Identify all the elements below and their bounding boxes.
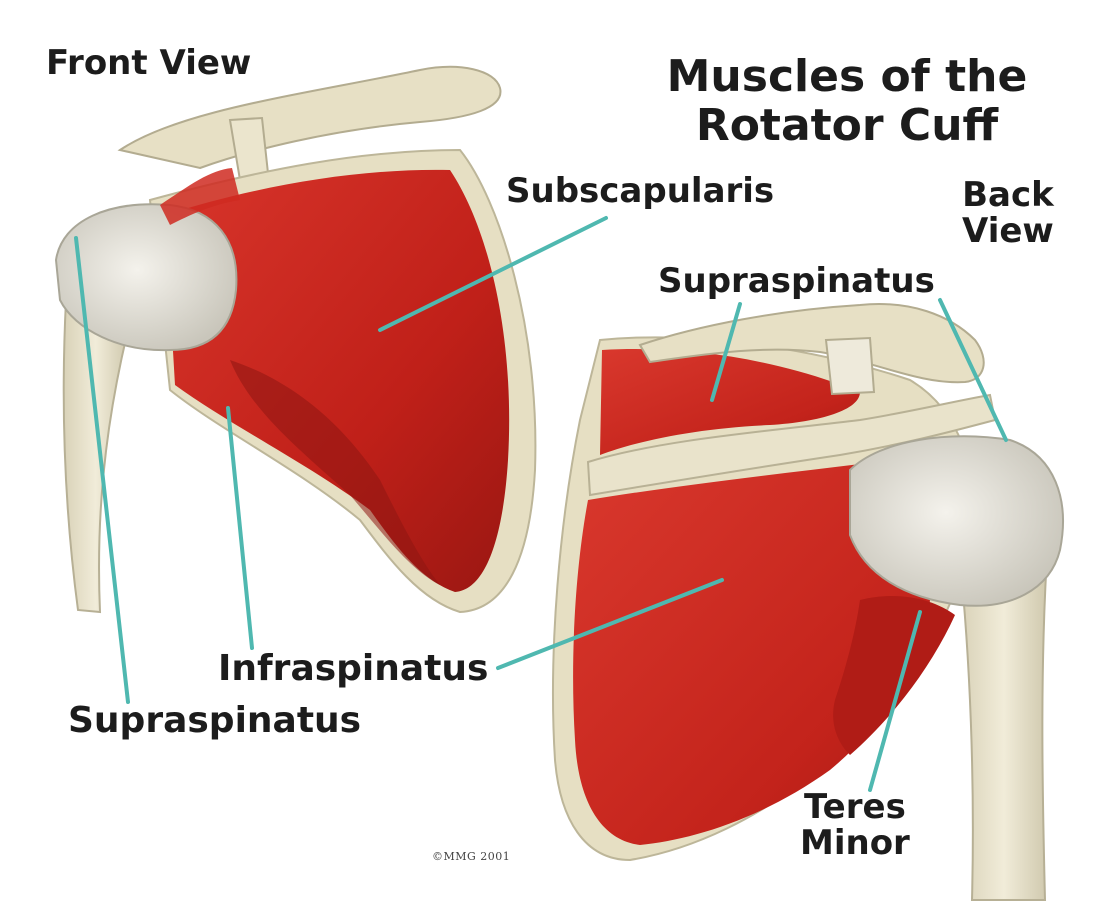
pointer-supraspinatus-front xyxy=(74,236,130,704)
label-supraspinatus-front: Supraspinatus xyxy=(68,700,362,741)
infraspinatus-muscle xyxy=(573,464,930,845)
label-teres-minor: Teres Minor xyxy=(800,787,910,863)
copyright-notice: ©MMG 2001 xyxy=(432,850,511,863)
label-front-view: Front View xyxy=(46,43,252,83)
pointer-subscapularis xyxy=(378,216,608,332)
pointer-teres-minor xyxy=(868,610,922,792)
front-humerus-shaft xyxy=(62,298,130,614)
supraspinatus-muscle-back xyxy=(600,349,860,455)
label-back-view-line-1: Back xyxy=(962,175,1054,215)
back-humeral-head xyxy=(849,435,1064,607)
pointer-supraspinatus-back-left xyxy=(710,302,742,402)
pointer-lines xyxy=(74,216,1008,792)
label-back-view-line-2: View xyxy=(962,210,1054,251)
label-infraspinatus: Infraspinatus xyxy=(218,648,489,689)
teres-minor-muscle xyxy=(833,595,955,755)
label-supraspinatus-back: Supraspinatus xyxy=(658,261,935,301)
pointer-infraspinatus-back xyxy=(496,578,724,670)
front-supraspinatus-tendon xyxy=(160,168,240,225)
label-teres-minor-line-1: Teres xyxy=(804,787,906,827)
diagram-title: Muscles of the Rotator Cuff xyxy=(612,52,1082,151)
pointer-supraspinatus-back-right xyxy=(938,298,1008,442)
back-coracoid xyxy=(824,336,876,396)
title-line-2: Rotator Cuff xyxy=(695,100,999,152)
subscapularis-muscle xyxy=(165,169,510,592)
subscapularis-shading xyxy=(230,360,440,585)
back-humerus-shaft xyxy=(958,538,1050,901)
front-humeral-head xyxy=(54,203,238,352)
front-view-illustration xyxy=(54,65,537,614)
pointer-infraspinatus-front xyxy=(226,406,254,650)
back-acromion xyxy=(638,303,985,384)
front-clavicle xyxy=(117,65,502,170)
label-teres-minor-line-2: Minor xyxy=(800,822,910,863)
label-back-view: Back View xyxy=(962,175,1054,251)
title-line-1: Muscles of the xyxy=(666,51,1028,102)
label-subscapularis: Subscapularis xyxy=(506,171,775,211)
